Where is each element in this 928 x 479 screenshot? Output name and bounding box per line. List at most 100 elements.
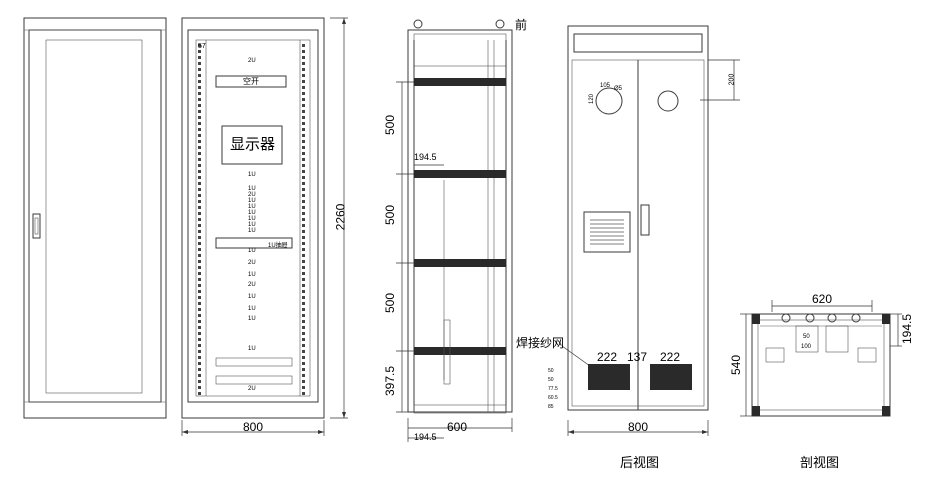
rail-hole — [302, 368, 305, 371]
rack-slot-label: 2U — [248, 282, 256, 288]
rail-hole — [198, 152, 201, 155]
rail-hole — [302, 104, 305, 107]
rail-hole — [302, 164, 305, 167]
side-frame — [407, 29, 513, 413]
rail-hole — [198, 254, 201, 257]
rail-hole — [302, 278, 305, 281]
rail-hole — [302, 350, 305, 353]
display-panel — [221, 125, 283, 165]
lifting-eye-icon — [413, 19, 423, 29]
rack-slot-label: 1U — [248, 248, 256, 254]
rail-hole — [198, 362, 201, 365]
rail-hole — [198, 140, 201, 143]
rail-hole — [302, 386, 305, 389]
rail-hole — [302, 188, 305, 191]
rear-hole-dim-1: 105 — [600, 83, 611, 89]
mesh-panel-right — [650, 364, 692, 390]
rail-hole — [198, 158, 201, 161]
display-label: 显示器 — [230, 136, 276, 153]
rear-width-dim: 800 — [628, 420, 649, 434]
rail-hole — [198, 302, 201, 305]
rail-hole — [302, 338, 305, 341]
rail-hole — [198, 134, 201, 137]
rack-slot-label: 1U — [248, 216, 256, 222]
vent-plate — [583, 211, 631, 253]
rear-left-dim: 85 — [548, 404, 554, 410]
drawer-unit — [215, 237, 293, 249]
rail-hole — [198, 86, 201, 89]
section-inner-dim-1: 50 — [803, 334, 810, 340]
rail-hole — [198, 374, 201, 377]
shelf-1 — [414, 78, 506, 86]
rack-slot-label: 2U — [248, 58, 256, 64]
rail-hole — [198, 128, 201, 131]
rail-hole — [302, 266, 305, 269]
rack-slot-label: 1U — [248, 316, 256, 322]
rail-hole — [198, 260, 201, 263]
rail-hole — [302, 302, 305, 305]
rail-hole — [198, 380, 201, 383]
rail-hole — [198, 164, 201, 167]
rail-hole — [302, 308, 305, 311]
rear-left-dim: 50 — [548, 368, 554, 374]
side-width-dim: 600 — [447, 420, 468, 434]
rear-left-dim: 60.5 — [548, 395, 558, 401]
rail-hole — [302, 260, 305, 263]
cable-hole-right-icon — [657, 90, 679, 112]
rail-hole — [198, 206, 201, 209]
section-caption: 剖视图 — [800, 455, 840, 470]
drawer-label: 1U抽屉 — [268, 243, 288, 249]
rack-slot-label: 1U — [248, 204, 256, 210]
rail-marks — [198, 44, 305, 395]
cable-hole-left-icon — [595, 87, 623, 115]
rear-top-dim: 200 — [728, 73, 736, 86]
rail-hole — [302, 206, 305, 209]
shelf-4 — [414, 347, 506, 355]
rail-hole — [198, 56, 201, 59]
rail-hole — [198, 116, 201, 119]
rail-hole — [198, 104, 201, 107]
rail-hole — [302, 134, 305, 137]
rack-slot-label: 2U — [248, 192, 256, 198]
door-frame — [23, 17, 167, 419]
rack-slot-label: 1U — [248, 172, 256, 178]
rail-hole — [198, 194, 201, 197]
mesh-label: 焊接纱网 — [516, 336, 565, 350]
rail-hole — [198, 62, 201, 65]
rail-hole — [198, 296, 201, 299]
rail-hole — [198, 386, 201, 389]
front-height-dim: 2260 — [333, 203, 348, 231]
rail-hole — [198, 212, 201, 215]
rail-hole — [198, 308, 201, 311]
rail-hole — [302, 344, 305, 347]
rail-hole — [198, 110, 201, 113]
rail-hole — [198, 170, 201, 173]
rail-hole — [198, 146, 201, 149]
rail-hole — [302, 320, 305, 323]
section-outline — [751, 313, 891, 417]
rack-view — [181, 17, 348, 436]
door-glass — [45, 39, 143, 394]
rail-hole — [198, 320, 201, 323]
side-dim-1: 500 — [383, 114, 398, 136]
rail-hole — [198, 350, 201, 353]
rail-hole — [302, 98, 305, 101]
rail-hole — [302, 326, 305, 329]
shelf-3 — [414, 259, 506, 267]
rail-hole — [302, 146, 305, 149]
rail-hole — [302, 248, 305, 251]
rail-hole — [302, 230, 305, 233]
mesh-dim-3: 222 — [660, 350, 681, 364]
rack-slot-label: 1U — [248, 228, 256, 234]
rail-hole — [198, 278, 201, 281]
section-height-dim: 540 — [729, 354, 744, 376]
side-dim-4: 397.5 — [383, 365, 398, 397]
rail-hole — [198, 74, 201, 77]
rail-hole — [198, 224, 201, 227]
rear-hole-dim-2: Ø5 — [614, 86, 623, 92]
rail-hole — [198, 44, 201, 47]
front-width-dim: 800 — [243, 420, 264, 434]
side-offset-dim-bottom: 194.5 — [414, 432, 437, 442]
section-inner-dim-2: 100 — [801, 344, 812, 350]
